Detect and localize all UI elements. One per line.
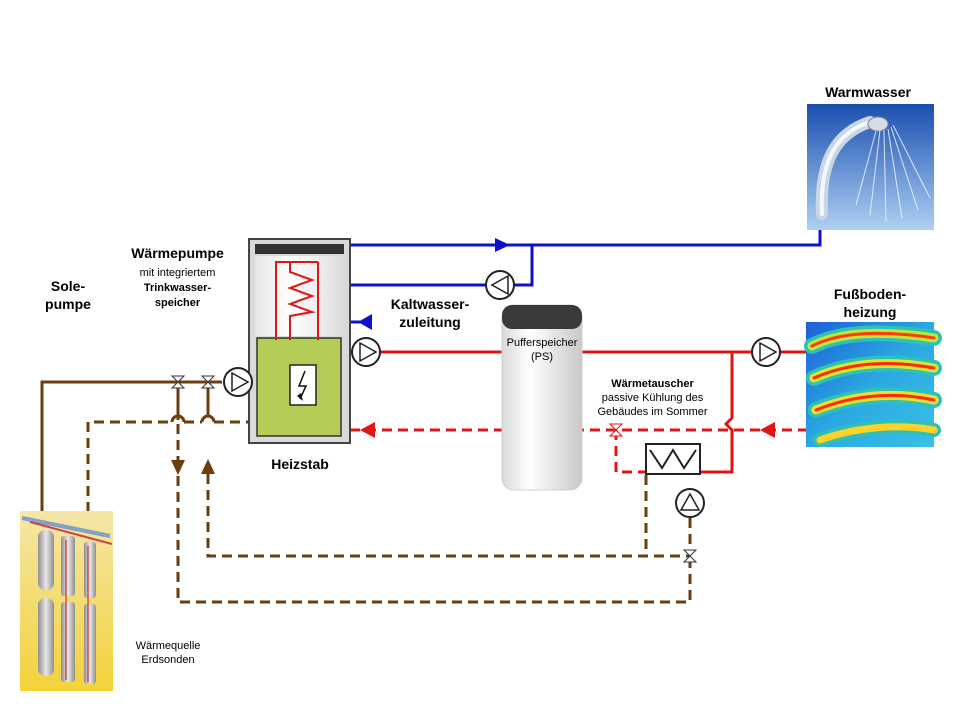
pump-zirkulation xyxy=(485,270,515,300)
waermetauscher-icon xyxy=(645,443,701,475)
pump-heating-left xyxy=(351,337,381,367)
valve-heating-icon xyxy=(608,423,624,437)
label-waermetauscher-sub2: Gebäudes im Sommer xyxy=(597,406,708,418)
label-warmwasser: Warmwasser xyxy=(825,84,911,100)
label-heizung: heizung xyxy=(843,304,897,320)
pump-kuehlung xyxy=(675,488,705,518)
label-heizstab: Heizstab xyxy=(271,456,329,472)
pump-solepumpe xyxy=(223,367,253,397)
brine-solid-pipes xyxy=(40,380,222,512)
brine-arrow-up-icon xyxy=(201,459,215,474)
heizstab-icon xyxy=(289,364,317,406)
label-zuleitung: zuleitung xyxy=(399,314,461,330)
kaltwasser-arrow-icon xyxy=(358,314,372,330)
brine-arrow-down-icon xyxy=(171,460,185,475)
heating-coil-icon xyxy=(275,261,316,340)
flow-arrow-return-2 xyxy=(760,422,775,438)
brine-valves xyxy=(170,375,698,563)
label-waermepumpe: Wärmepumpe xyxy=(131,245,224,261)
label-waermetauscher: Wärmetauscher xyxy=(611,378,694,390)
fussbodenheizung-image xyxy=(804,322,942,447)
flow-arrow-hotwater xyxy=(495,238,510,252)
label-waermequelle: Wärmequelle xyxy=(135,640,201,652)
flow-arrow-return-1 xyxy=(360,422,375,438)
label-pufferspeicher: Pufferspeicher xyxy=(506,337,578,349)
label-ps: (PS) xyxy=(531,351,553,363)
warmwasser-shower-image xyxy=(807,104,934,230)
waermepumpe-tank xyxy=(248,238,351,444)
erdsonden-image xyxy=(20,511,113,691)
label-kaltwasser: Kaltwasser- xyxy=(390,296,470,312)
label-waermetauscher-sub1: passive Kühlung des xyxy=(601,392,704,404)
label-waermepumpe-sub3: speicher xyxy=(154,297,201,309)
label-waermepumpe-sub1: mit integriertem xyxy=(139,267,216,279)
label-fussboden: Fußboden- xyxy=(833,286,907,302)
brine-dashed-pipes xyxy=(86,420,692,604)
label-sole: Sole- xyxy=(50,278,86,294)
pufferspeicher-tank xyxy=(501,304,583,491)
label-pumpe: pumpe xyxy=(45,296,91,312)
label-erdsonden: Erdsonden xyxy=(141,654,195,666)
pump-fussboden xyxy=(751,337,781,367)
label-waermepumpe-sub2: Trinkwasser- xyxy=(143,282,212,294)
